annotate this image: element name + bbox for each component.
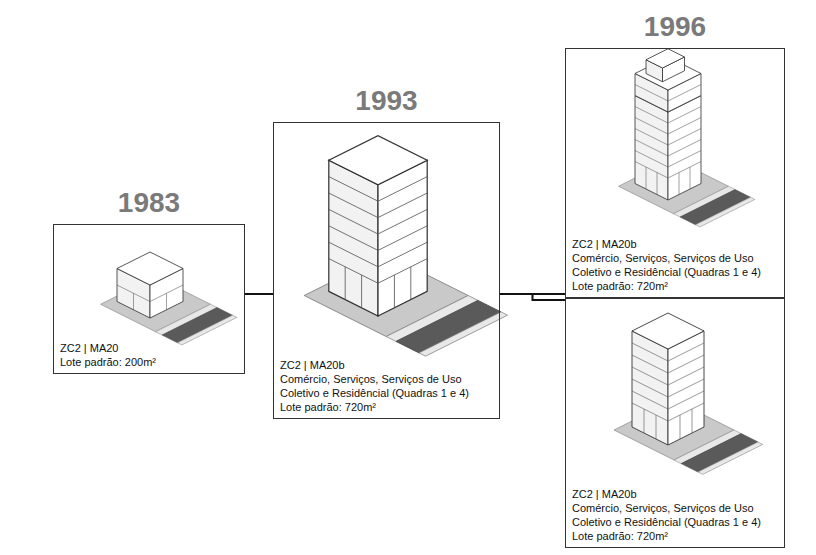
zoning-line: Comércio, Serviços, Serviços de Uso Cole… [572,501,778,529]
timeline-box: 1993ZC2 | MA20bComércio, Serviços, Servi… [273,122,500,419]
zoning-text: ZC2 | MA20bComércio, Serviços, Serviços … [572,487,778,543]
zoning-line: Lote padrão: 720m² [572,279,778,293]
zoning-line: Comércio, Serviços, Serviços de Uso Cole… [572,251,778,279]
zoning-line: Lote padrão: 720m² [572,529,778,543]
zoning-line: ZC2 | MA20 [60,341,238,355]
timeline-box: ZC2 | MA20bComércio, Serviços, Serviços … [565,298,785,548]
building-1996-b [614,313,763,474]
zoning-line: Lote padrão: 200m² [60,355,238,369]
zoning-text: ZC2 | MA20Lote padrão: 200m² [60,341,238,369]
zoning-line: ZC2 | MA20b [572,237,778,251]
year-heading: 1983 [54,187,244,219]
building-1983 [101,252,237,345]
year-heading: 1993 [274,85,499,117]
timeline-connector [500,294,565,300]
zoning-line: Lote padrão: 720m² [280,400,493,414]
building-1993 [304,136,507,357]
zoning-line: ZC2 | MA20b [572,487,778,501]
zoning-text: ZC2 | MA20bComércio, Serviços, Serviços … [572,237,778,293]
timeline-connector [245,293,273,295]
zoning-line: ZC2 | MA20b [280,358,493,372]
zoning-line: Comércio, Serviços, Serviços de Uso Cole… [280,372,493,400]
zoning-text: ZC2 | MA20bComércio, Serviços, Serviços … [280,358,493,414]
building-1996-a [619,49,755,227]
year-heading: 1996 [566,11,784,43]
timeline-box: 1983ZC2 | MA20Lote padrão: 200m² [53,224,245,374]
timeline-box: 1996ZC2 | MA20bComércio, Serviços, Servi… [565,48,785,298]
